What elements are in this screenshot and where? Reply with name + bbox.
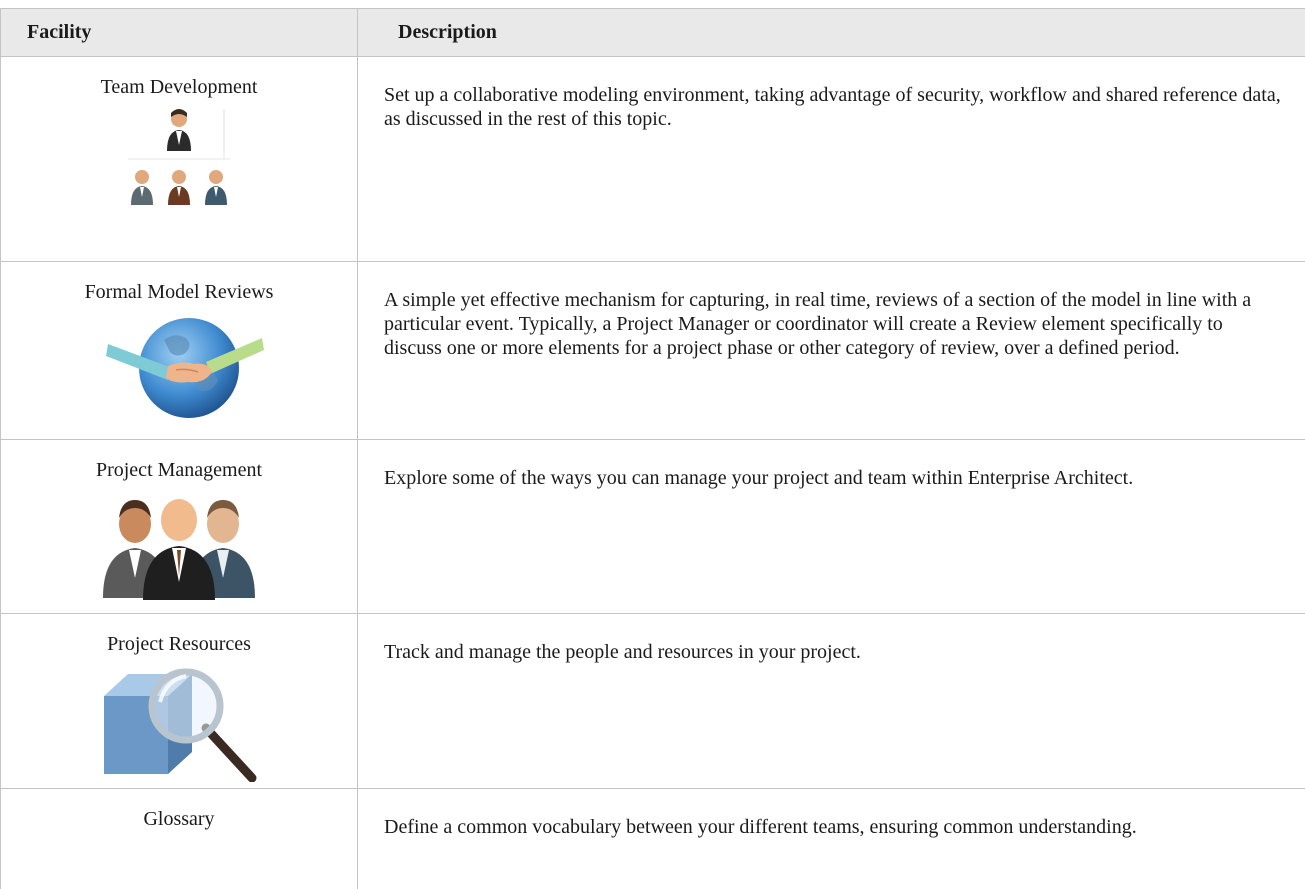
table-row: Formal Model Reviews [1, 262, 1305, 440]
cube-magnifier-icon [94, 662, 264, 782]
facility-name: Glossary [2, 807, 356, 831]
globe-handshake-icon [94, 310, 264, 422]
description-cell: Set up a collaborative modeling environm… [358, 57, 1305, 262]
facility-cell: Project Resources [1, 614, 358, 789]
description-cell: A simple yet effective mechanism for cap… [358, 262, 1305, 440]
facility-name: Project Resources [2, 632, 356, 656]
column-header-facility: Facility [1, 9, 358, 57]
column-header-description: Description [358, 9, 1305, 57]
table-row: Team Development [1, 57, 1305, 262]
table-header-row: Facility Description [1, 9, 1305, 57]
facility-name: Formal Model Reviews [2, 280, 356, 304]
team-hierarchy-icon [124, 105, 234, 217]
facility-name: Team Development [2, 75, 356, 99]
description-cell: Explore some of the ways you can manage … [358, 440, 1305, 614]
table-row: Project Management [1, 440, 1305, 614]
description-cell: Define a common vocabulary between your … [358, 789, 1305, 889]
facility-cell: Formal Model Reviews [1, 262, 358, 440]
table-row: Glossary Define a common vocabulary betw… [1, 789, 1305, 889]
description-cell: Track and manage the people and resource… [358, 614, 1305, 789]
facility-table: Facility Description Team Development [0, 8, 1305, 889]
table-row: Project Resources Track and manage the p… [1, 614, 1305, 789]
facility-cell: Glossary [1, 789, 358, 889]
facility-name: Project Management [2, 458, 356, 482]
facility-cell: Team Development [1, 57, 358, 262]
facility-cell: Project Management [1, 440, 358, 614]
people-group-icon [99, 488, 259, 600]
